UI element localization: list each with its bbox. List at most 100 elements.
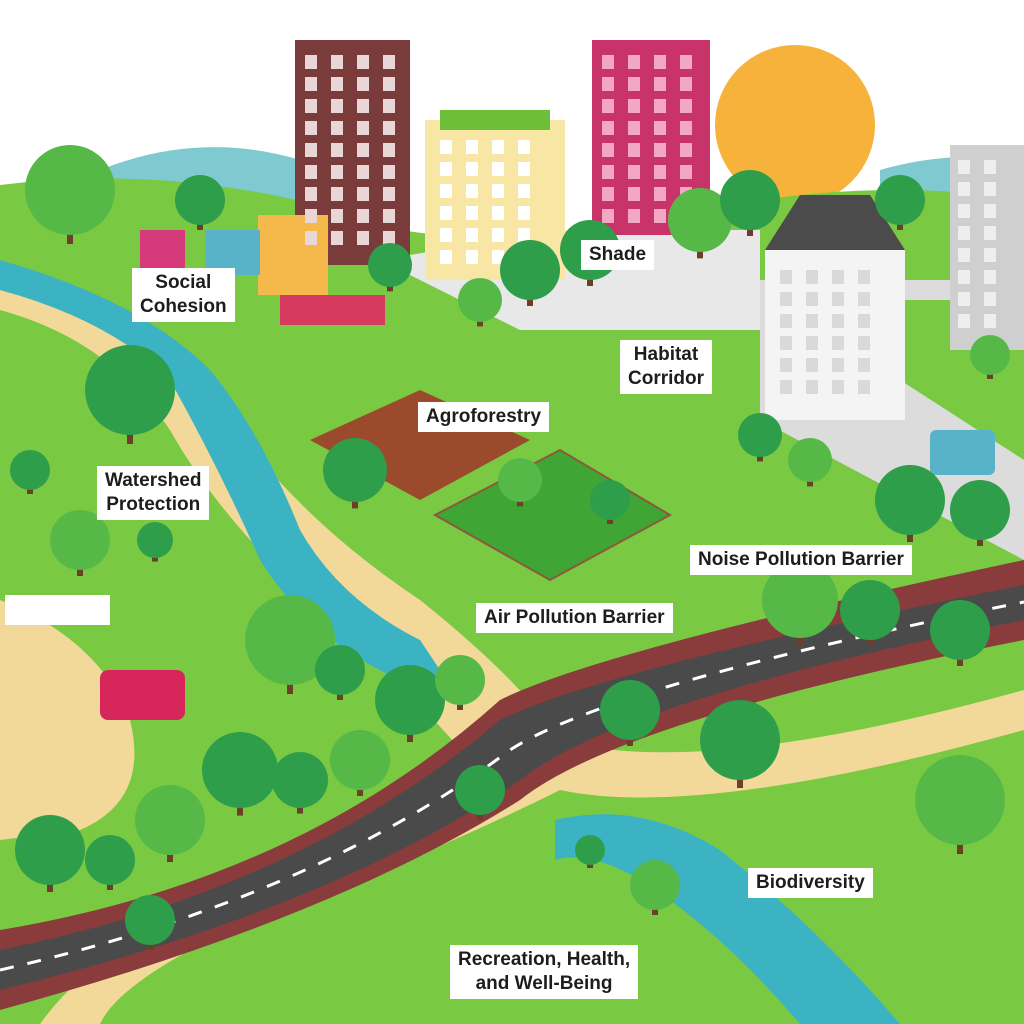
tree — [323, 438, 387, 509]
small-yellow-house — [258, 215, 328, 295]
window — [331, 165, 343, 179]
window — [832, 314, 844, 328]
window — [806, 292, 818, 306]
river — [0, 260, 460, 700]
trees — [10, 145, 1010, 950]
window — [440, 140, 452, 154]
small-pink-house — [140, 230, 185, 270]
window — [806, 380, 818, 394]
window — [602, 187, 614, 201]
window — [305, 121, 317, 135]
tree — [455, 765, 505, 820]
tree — [272, 752, 328, 814]
window — [383, 121, 395, 135]
label-line: Cohesion — [140, 296, 227, 317]
tree — [315, 645, 365, 700]
market-tent — [280, 295, 385, 325]
label-air-pollution-barrier: Air Pollution Barrier — [476, 603, 673, 633]
tree — [50, 510, 110, 576]
tree — [970, 335, 1010, 379]
window — [780, 336, 792, 350]
window — [654, 187, 666, 201]
window — [305, 99, 317, 113]
window — [383, 77, 395, 91]
window — [357, 77, 369, 91]
window — [958, 182, 970, 196]
window — [628, 55, 640, 69]
window — [680, 77, 692, 91]
label-watershed-protection: Watershed Protection — [97, 466, 210, 520]
tree — [575, 835, 605, 868]
window — [518, 184, 530, 198]
window — [958, 226, 970, 240]
window — [466, 250, 478, 264]
window — [357, 231, 369, 245]
tree — [840, 580, 900, 646]
window — [628, 121, 640, 135]
window — [832, 358, 844, 372]
window — [492, 140, 504, 154]
window — [780, 270, 792, 284]
window — [602, 77, 614, 91]
window — [305, 55, 317, 69]
label-recreation: Recreation, Health, and Well-Being — [450, 945, 639, 999]
window — [654, 143, 666, 157]
window — [806, 336, 818, 350]
window — [331, 231, 343, 245]
label-habitat-corridor: Habitat Corridor — [620, 340, 712, 394]
tree — [85, 835, 135, 890]
window — [984, 270, 996, 284]
window — [654, 209, 666, 223]
label-agroforestry: Agroforestry — [418, 402, 550, 432]
window — [680, 55, 692, 69]
tree — [175, 175, 225, 230]
window — [518, 228, 530, 242]
window — [628, 165, 640, 179]
tree — [125, 895, 175, 950]
white-tent — [5, 595, 110, 625]
window — [628, 77, 640, 91]
window — [357, 165, 369, 179]
window — [383, 187, 395, 201]
window — [958, 270, 970, 284]
tree — [762, 562, 838, 646]
window — [806, 270, 818, 284]
window — [680, 165, 692, 179]
window — [602, 55, 614, 69]
window — [466, 184, 478, 198]
label-noise-pollution-barrier: Noise Pollution Barrier — [690, 545, 912, 575]
tree — [630, 860, 680, 915]
window — [357, 187, 369, 201]
tree — [137, 522, 173, 562]
window — [806, 314, 818, 328]
tree — [590, 480, 630, 524]
window — [492, 250, 504, 264]
window — [654, 121, 666, 135]
window — [832, 270, 844, 284]
window — [331, 99, 343, 113]
window — [492, 206, 504, 220]
window — [958, 160, 970, 174]
tree — [700, 700, 780, 788]
window — [357, 121, 369, 135]
tree — [135, 785, 205, 862]
window — [466, 162, 478, 176]
tree — [368, 243, 412, 292]
window — [383, 99, 395, 113]
tree — [25, 145, 115, 244]
window — [680, 143, 692, 157]
window — [654, 99, 666, 113]
window — [357, 99, 369, 113]
window — [984, 292, 996, 306]
window — [628, 187, 640, 201]
tree — [85, 345, 175, 444]
window — [383, 165, 395, 179]
label-line: Corridor — [628, 368, 704, 389]
tree — [202, 732, 278, 816]
label-line: and Well-Being — [475, 973, 613, 994]
window — [858, 380, 870, 394]
small-blue-house — [205, 230, 260, 275]
window — [602, 99, 614, 113]
label-line: Habitat — [633, 344, 699, 365]
window — [383, 55, 395, 69]
